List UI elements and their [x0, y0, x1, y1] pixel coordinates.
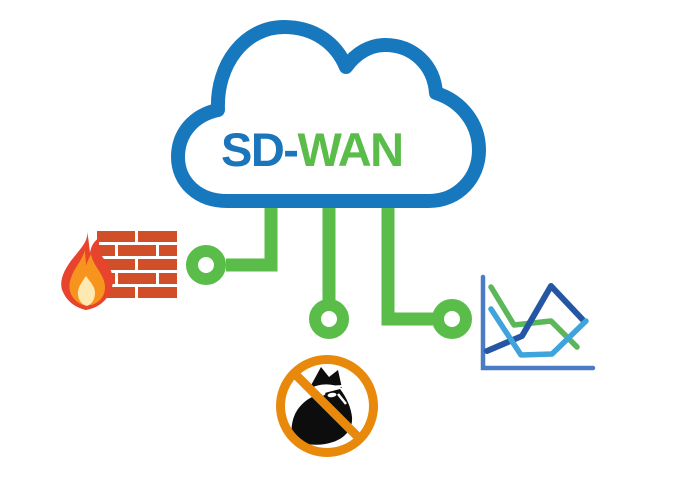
prohibition-ring	[276, 355, 378, 457]
no-spyware-icon	[276, 355, 378, 457]
cloud-label-sd: SD-	[221, 123, 299, 176]
cloud-outline	[171, 20, 486, 208]
connector-left-ring	[186, 245, 226, 285]
firewall-icon	[61, 230, 177, 310]
line-chart-icon	[480, 274, 596, 371]
chart-series-dark-blue	[484, 283, 586, 354]
spy-figure	[291, 367, 353, 445]
flame-icon	[61, 230, 113, 310]
connector-right	[381, 196, 433, 326]
spy-collar-line	[337, 393, 347, 405]
connector-middle-ring	[309, 299, 349, 339]
spy-eye-right	[327, 392, 337, 398]
chart-axes	[480, 274, 596, 371]
cloud-label-wan: WAN	[297, 123, 404, 176]
cloud-label: SD-WAN	[221, 126, 461, 173]
connector-left	[226, 196, 278, 272]
connector-right-ring	[432, 299, 472, 339]
brick-wall	[97, 231, 177, 298]
chart-series-light-blue	[488, 306, 589, 358]
cloud-icon	[171, 20, 486, 208]
